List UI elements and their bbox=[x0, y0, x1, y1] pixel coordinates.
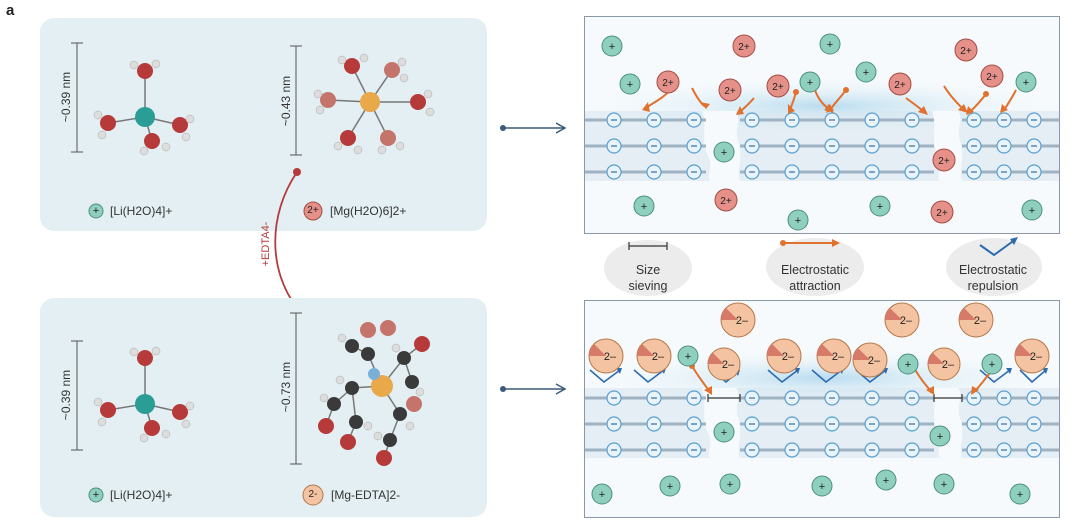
ion-sign: 2– bbox=[652, 351, 665, 363]
ion-sign: 2+ bbox=[738, 42, 750, 53]
ions-top-membrane: + + + + + + + + + + + 2+ 2+ 2+ 2+ 2+ 2+ 2+ 2+ 2+ 2+ bbox=[601, 33, 1043, 231]
li-legend-label-bottom: [Li(H2O)4]+ bbox=[110, 488, 173, 502]
ion-sign: 2– bbox=[942, 359, 955, 371]
ion-sign: 2– bbox=[1030, 351, 1043, 363]
ion-sign: 2+ bbox=[936, 208, 948, 219]
ion-sign: 2+ bbox=[772, 82, 784, 93]
ion-sign: 2+ bbox=[938, 156, 950, 167]
edta-reaction-arrow bbox=[274, 168, 303, 315]
ion-sign: + bbox=[609, 41, 615, 53]
ion-sign: 2+ bbox=[986, 72, 998, 83]
ion-sign: + bbox=[1017, 489, 1023, 501]
ion-sign: + bbox=[727, 479, 733, 491]
li-legend-icon bbox=[88, 203, 104, 219]
attraction-icon bbox=[780, 239, 840, 247]
li-legend-icon-sign: + bbox=[92, 205, 100, 217]
ion-sign: 2– bbox=[900, 315, 913, 327]
mg-hydrate-molecule bbox=[313, 53, 435, 155]
li-legend-icon-bottom-sign: + bbox=[92, 489, 100, 501]
ion-sign: + bbox=[1023, 77, 1029, 89]
membrane-charges-bottom bbox=[606, 390, 1042, 458]
li-hydrate-molecule bbox=[93, 59, 195, 156]
ion-sign: 2– bbox=[604, 351, 617, 363]
ion-sign: + bbox=[863, 67, 869, 79]
mg-edta-dimension-label: ~0.73 nm bbox=[279, 361, 293, 413]
mg-legend-icon bbox=[303, 201, 323, 221]
repulsion-icon bbox=[979, 237, 1018, 257]
size-sieving-icon bbox=[628, 242, 668, 250]
mg-edta-molecule bbox=[318, 320, 430, 466]
ion-sign: + bbox=[1029, 205, 1035, 217]
ion-sign: + bbox=[827, 39, 833, 51]
li-dimension-label: ~0.39 nm bbox=[59, 71, 73, 123]
key-size-sieving-label: Size sieving bbox=[628, 263, 668, 293]
ion-sign: 2– bbox=[832, 351, 845, 363]
li-dimension-bar-bottom bbox=[71, 340, 83, 451]
edta-label: +EDTA4- bbox=[260, 221, 272, 267]
ion-sign: 2+ bbox=[724, 86, 736, 97]
ion-sign: + bbox=[667, 481, 673, 493]
li-legend-label: [Li(H2O)4]+ bbox=[110, 204, 173, 218]
mg-legend-label: [Mg(H2O)6]2+ bbox=[330, 204, 407, 218]
ion-sign: + bbox=[877, 201, 883, 213]
ion-sign: + bbox=[641, 201, 647, 213]
ion-sign: + bbox=[795, 215, 801, 227]
membrane-charges-top bbox=[606, 112, 1042, 180]
key-size-sieving-bubble bbox=[604, 240, 692, 296]
ion-sign: 2+ bbox=[894, 80, 906, 91]
ion-sign: + bbox=[721, 147, 727, 159]
ion-sign: 2– bbox=[868, 355, 881, 367]
ion-sign: 2+ bbox=[960, 46, 972, 57]
ions-bottom-membrane: 2– 2– 2– 2– 2– 2– 2– 2– 2– 2– 2– + + + + + + + + + + +… bbox=[588, 302, 1050, 505]
key-repulsion-bubble bbox=[946, 238, 1042, 296]
ion-sign: 2+ bbox=[720, 196, 732, 207]
mg-edta-dimension-bar bbox=[290, 312, 302, 465]
ion-sign: + bbox=[807, 77, 813, 89]
ion-sign: + bbox=[685, 351, 691, 363]
li-dimension-label-bottom: ~0.39 nm bbox=[59, 369, 73, 421]
mg-dimension-label: ~0.43 nm bbox=[279, 75, 293, 127]
ion-sign: + bbox=[941, 479, 947, 491]
mg-edta-legend-icon-sign: 2- bbox=[308, 489, 318, 500]
li-legend-icon-bottom bbox=[88, 487, 104, 503]
ion-sign: 2– bbox=[974, 315, 987, 327]
key-attraction-bubble bbox=[766, 238, 864, 296]
li-dimension-bar bbox=[71, 42, 83, 153]
top-transition-arrow bbox=[500, 122, 567, 134]
ion-sign: + bbox=[937, 431, 943, 443]
ion-sign: + bbox=[883, 475, 889, 487]
li-hydrate-molecule-bottom bbox=[93, 346, 195, 443]
ion-sign: + bbox=[721, 427, 727, 439]
bottom-transition-arrow bbox=[500, 383, 567, 395]
ion-sign: + bbox=[819, 481, 825, 493]
ion-sign: 2– bbox=[736, 315, 749, 327]
mg-edta-legend-icon bbox=[302, 484, 324, 506]
ion-sign: 2– bbox=[722, 359, 735, 371]
key-attraction-label: Electrostatic attraction bbox=[780, 263, 850, 293]
mg-edta-legend-label: [Mg-EDTA]2- bbox=[331, 488, 401, 502]
mg-dimension-bar bbox=[290, 45, 302, 156]
mg-legend-icon-sign: 2+ bbox=[307, 205, 319, 216]
ion-sign: + bbox=[599, 489, 605, 501]
ion-sign: + bbox=[627, 79, 633, 91]
ion-sign: 2– bbox=[782, 351, 795, 363]
ion-sign: + bbox=[905, 359, 911, 371]
ion-sign: + bbox=[989, 359, 995, 371]
panel-label: a bbox=[6, 2, 15, 19]
ion-sign: 2+ bbox=[662, 78, 674, 89]
key-repulsion-label: Electrostatic repulsion bbox=[958, 263, 1028, 293]
